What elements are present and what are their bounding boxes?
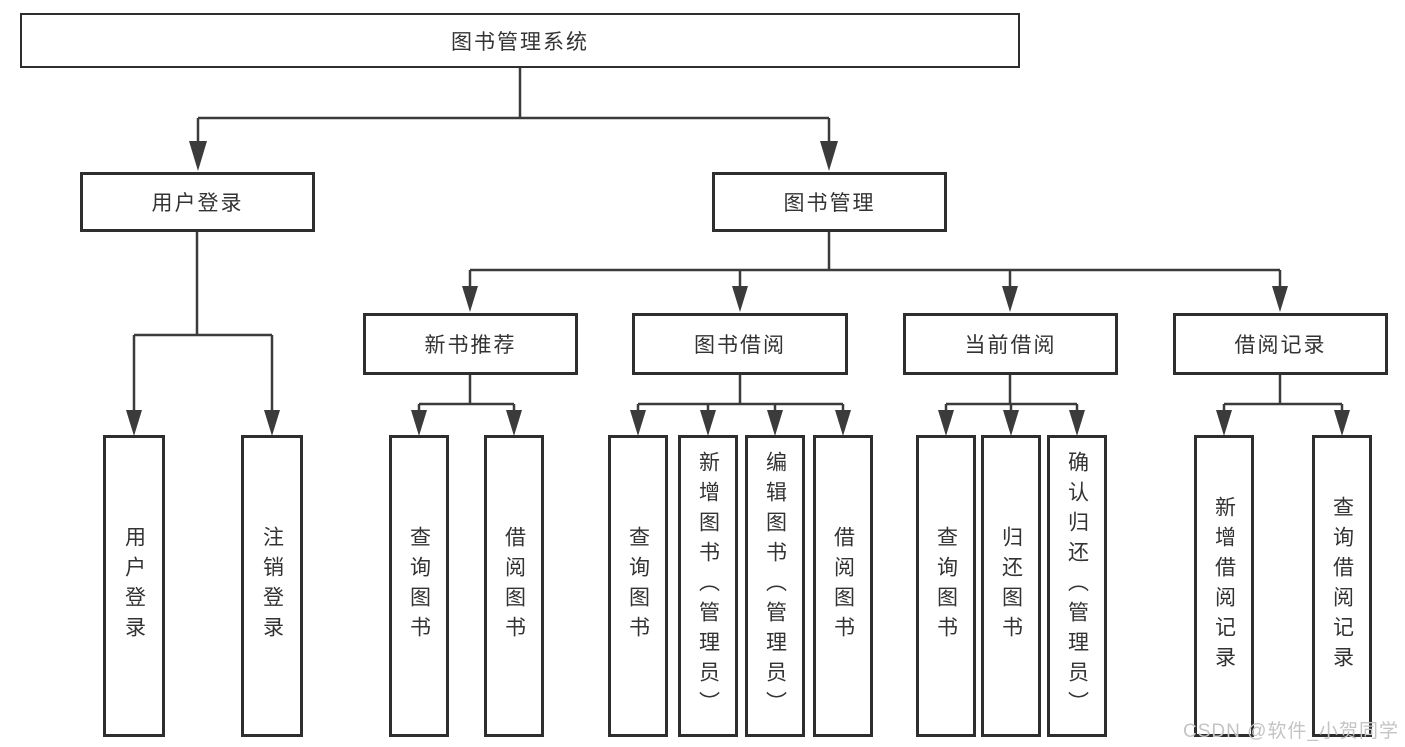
node-label: 借阅记录	[1234, 334, 1327, 357]
node-book-borrow: 图书借阅	[632, 313, 848, 375]
node-label: 图书借阅	[694, 334, 786, 357]
leaf-edit-books-admin: 编辑图书（管理员）	[745, 435, 805, 737]
node-label: 查询借阅记录	[1330, 496, 1354, 676]
leaf-add-borrow-record: 新增借阅记录	[1194, 435, 1254, 737]
node-label: 查询图书	[626, 526, 650, 646]
leaf-query-books-borrow: 查询图书	[608, 435, 668, 737]
leaf-query-books-current: 查询图书	[916, 435, 976, 737]
node-current-borrow: 当前借阅	[903, 313, 1118, 375]
node-label: 注销登录	[260, 526, 284, 646]
node-new-book-recommend: 新书推荐	[363, 313, 578, 375]
node-label: 新增图书（管理员）	[696, 451, 720, 721]
node-root-system: 图书管理系统	[20, 13, 1020, 68]
leaf-borrow-books-recommend: 借阅图书	[484, 435, 544, 737]
node-label: 图书管理系统	[451, 30, 589, 54]
leaf-borrow-books: 借阅图书	[813, 435, 873, 737]
node-label: 编辑图书（管理员）	[763, 451, 787, 721]
node-book-management: 图书管理	[712, 172, 947, 232]
node-label: 新书推荐	[424, 334, 517, 357]
node-label: 借阅图书	[831, 526, 855, 646]
node-label: 借阅图书	[502, 526, 526, 646]
node-label: 确认归还（管理员）	[1065, 451, 1089, 721]
leaf-confirm-return-admin: 确认归还（管理员）	[1047, 435, 1107, 737]
node-label: 当前借阅	[964, 334, 1057, 357]
node-label: 用户登录	[122, 526, 146, 646]
node-label: 查询图书	[934, 526, 958, 646]
leaf-query-books-recommend: 查询图书	[389, 435, 449, 737]
node-borrow-records: 借阅记录	[1173, 313, 1388, 375]
leaf-logout: 注销登录	[241, 435, 303, 737]
node-label: 图书管理	[783, 192, 876, 215]
leaf-add-books-admin: 新增图书（管理员）	[678, 435, 738, 737]
node-label: 用户登录	[151, 192, 244, 215]
node-label: 新增借阅记录	[1212, 496, 1236, 676]
watermark: CSDN @软件_小贺同学	[1183, 721, 1399, 742]
node-user-login: 用户登录	[80, 172, 315, 232]
node-label: 归还图书	[999, 526, 1023, 646]
leaf-query-borrow-record: 查询借阅记录	[1312, 435, 1372, 737]
leaf-user-login: 用户登录	[103, 435, 165, 737]
node-label: 查询图书	[407, 526, 431, 646]
leaf-return-books: 归还图书	[981, 435, 1041, 737]
